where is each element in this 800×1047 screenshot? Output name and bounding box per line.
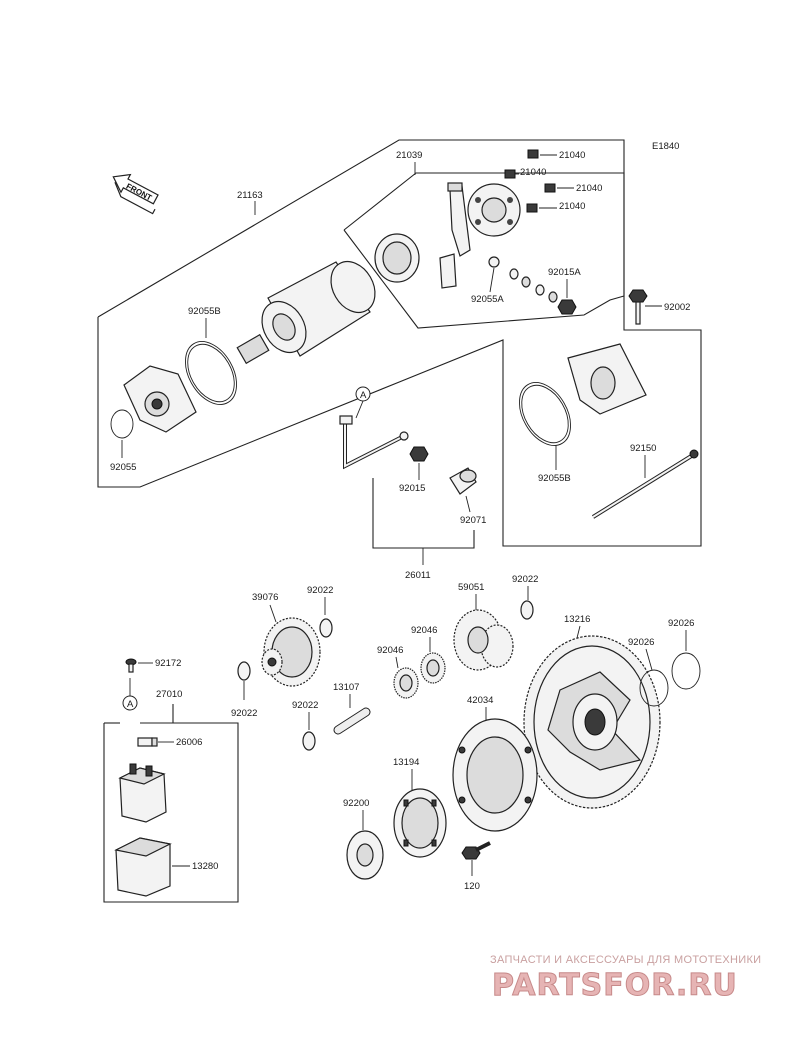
ref-mark-a-top: A: [355, 386, 371, 402]
starter-cable: [339, 415, 409, 470]
relay-cover-13280: [114, 837, 172, 897]
part-label-92022-3: 92022: [292, 700, 318, 711]
part-label-21040-3: 21040: [576, 183, 602, 194]
part-label-39076: 39076: [252, 592, 278, 603]
part-label-92022-1: 92022: [307, 585, 333, 596]
washer-92022-3: [302, 731, 316, 751]
part-label-92026-2: 92026: [668, 618, 694, 629]
fuse-26006: [137, 737, 158, 747]
part-label-26011: 26011: [405, 570, 431, 581]
starter-relay: [118, 763, 167, 823]
part-label-13194: 13194: [393, 757, 419, 768]
part-label-92015A: 92015A: [548, 267, 581, 278]
cap-92071: [449, 467, 477, 495]
part-label-21039: 21039: [396, 150, 422, 161]
brush-holder-plate: [439, 182, 521, 289]
gear-59051: [453, 609, 514, 671]
part-label-13216: 13216: [564, 614, 590, 625]
part-label-92022-2: 92022: [231, 708, 257, 719]
part-label-92002: 92002: [664, 302, 690, 313]
nut-92015: [409, 446, 429, 462]
brush-ring: [374, 233, 420, 283]
washer-92022-4: [520, 600, 534, 620]
part-label-92055B-top: 92055B: [188, 306, 221, 317]
part-label-92200: 92200: [343, 798, 369, 809]
ref-mark-a-bottom: A: [122, 695, 138, 711]
brush-springs: [504, 149, 556, 213]
bolt-120: [461, 841, 491, 860]
part-label-21163: 21163: [237, 190, 263, 201]
watermark-logo: PARTSFOR.RU: [492, 968, 738, 1003]
part-label-13280: 13280: [192, 861, 218, 872]
part-label-27010: 27010: [156, 689, 182, 700]
part-label-92015: 92015: [399, 483, 425, 494]
starter-front-cover: [123, 365, 197, 433]
part-label-92172: 92172: [155, 658, 181, 669]
part-label-21040-4: 21040: [559, 201, 585, 212]
starter-clutch-plate-42034: [452, 718, 538, 832]
part-label-92026-1: 92026: [628, 637, 654, 648]
through-bolt-92150: [591, 449, 699, 519]
part-label-92150: 92150: [630, 443, 656, 454]
part-label-92055B-right: 92055B: [538, 473, 571, 484]
starter-rear-cover: [567, 343, 647, 415]
part-label-92046-1: 92046: [377, 645, 403, 656]
part-label-59051: 59051: [458, 582, 484, 593]
one-way-clutch-13194: [393, 788, 447, 858]
part-label-13107: 13107: [333, 682, 359, 693]
idler-gear-39076: [261, 617, 321, 687]
terminal-washers: [488, 256, 577, 315]
o-ring-92055: [110, 409, 134, 439]
part-label-42034: 42034: [467, 695, 493, 706]
shaft-13107: [333, 707, 371, 735]
washer-92026-2: [671, 652, 701, 690]
front-direction-arrow: FRONT: [112, 173, 159, 215]
o-ring-92055B-top: [185, 341, 237, 405]
part-label-120: 120: [464, 881, 480, 892]
washer-92022-1: [319, 618, 333, 638]
o-ring-92055B-right: [519, 382, 571, 446]
ref-mark-a-bottom-text: A: [127, 699, 134, 710]
bolt-92172: [125, 658, 137, 673]
needle-bearings-92046: [393, 652, 446, 699]
watermark-tagline: ЗАПЧАСТИ И АКСЕССУАРЫ ДЛЯ МОТОТЕХНИКИ: [490, 954, 761, 966]
starter-motor-yoke: [236, 260, 376, 365]
starter-gear-13216: [523, 635, 661, 809]
part-label-92055: 92055: [110, 462, 136, 473]
part-label-92055A: 92055A: [471, 294, 504, 305]
diagram-code: E1840: [652, 141, 679, 152]
part-label-21040-1: 21040: [559, 150, 585, 161]
part-label-92071: 92071: [460, 515, 486, 526]
starter-motor-assembly-outline: [97, 139, 702, 547]
washer-92026-1: [639, 669, 669, 707]
part-label-21040-2: 21040: [520, 167, 546, 178]
part-label-26006: 26006: [176, 737, 202, 748]
bolt-92002: [628, 289, 648, 325]
washer-92022-2: [237, 661, 251, 681]
part-label-92046-2: 92046: [411, 625, 437, 636]
part-label-92022-4: 92022: [512, 574, 538, 585]
ref-mark-a-top-text: A: [360, 390, 367, 401]
